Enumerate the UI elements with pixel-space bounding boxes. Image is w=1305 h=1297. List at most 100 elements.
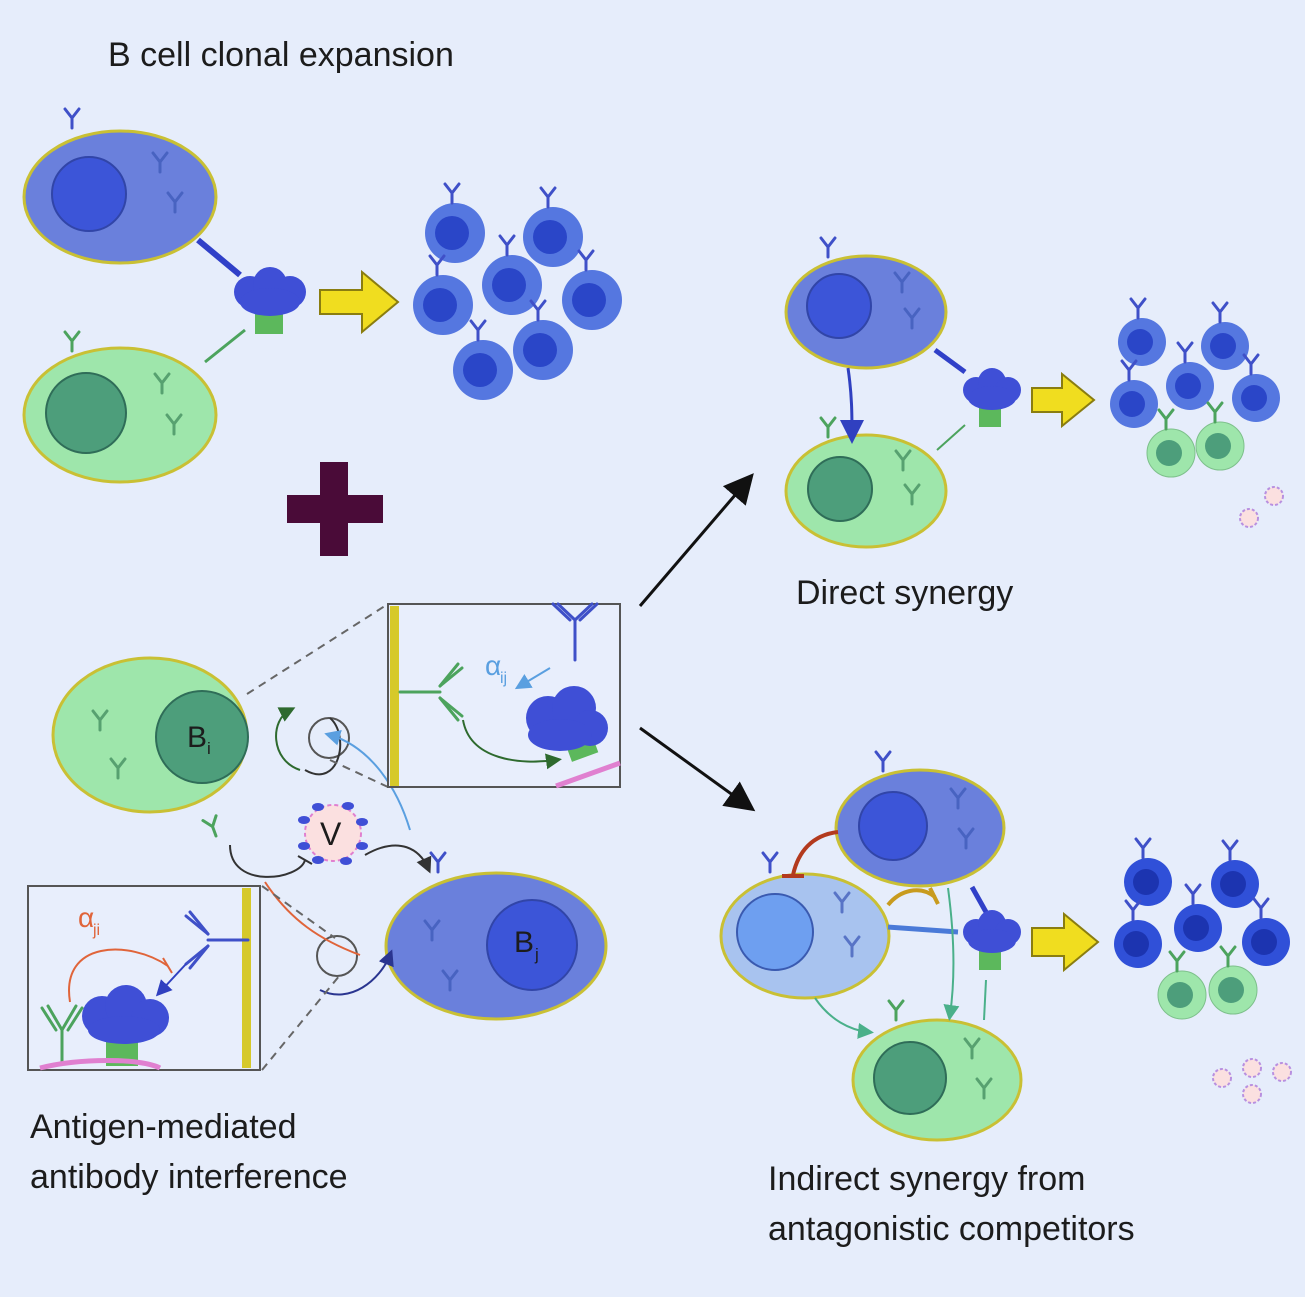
bj-subscript: j (534, 945, 539, 964)
clone-cell (1232, 353, 1280, 422)
bj-label: B (514, 926, 534, 959)
surface-antibody-icon (63, 330, 81, 353)
interference-panel: B i B j V (27, 602, 621, 1071)
green-antibody-icon (40, 1004, 84, 1066)
antigen-icon (963, 910, 1021, 970)
inhibit-arrow (886, 888, 937, 907)
callout-line (329, 759, 389, 788)
top-left-cells (22, 107, 400, 484)
interaction-circle (308, 717, 350, 759)
surface-antibody-icon (887, 999, 905, 1022)
clone-cell-green (1208, 945, 1258, 1015)
inset-alpha-ij: α ij (387, 602, 621, 789)
antigen-icon (963, 368, 1021, 427)
alpha-ij-subscript: ij (500, 670, 507, 687)
alpha-ij-arrow (324, 730, 411, 831)
inhibit-arrow (791, 830, 839, 876)
clone-cell (482, 234, 542, 315)
callout-line (261, 885, 336, 939)
indirect-label-line2: antagonistic competitors (768, 1210, 1135, 1248)
clone-cell-green (1146, 408, 1196, 478)
yellow-arrow-icon (1031, 911, 1100, 973)
direct-synergy-label: Direct synergy (796, 574, 1013, 612)
binding-line (936, 424, 966, 451)
clone-cell (1211, 839, 1259, 908)
clone-cell (523, 186, 583, 267)
antigen-icon (234, 267, 306, 334)
alpha-ji-arrow (264, 881, 361, 956)
surface-antibody-icon (201, 814, 225, 840)
synergy-arrow (943, 887, 960, 1021)
feedback-arrow (319, 949, 394, 996)
alpha-ij-label: α (485, 650, 501, 681)
clone-cluster-indirect (1114, 837, 1290, 1020)
surface-antibody-icon (429, 851, 447, 874)
feedback-arrow (275, 707, 301, 771)
inset-alpha-ji: α ji (27, 885, 261, 1071)
indirect-label-line1: Indirect synergy from (768, 1160, 1085, 1198)
clone-cell-green (1157, 950, 1207, 1020)
binding-line (204, 328, 246, 364)
title-clonal-expansion: B cell clonal expansion (108, 36, 454, 74)
indirect-synergy-panel (719, 750, 1292, 1142)
binding-line (983, 979, 987, 1021)
binding-line (887, 924, 959, 935)
binding-line (196, 237, 242, 278)
yellow-arrow-icon (1031, 371, 1096, 429)
clone-cell (1166, 341, 1214, 410)
clone-cell (513, 299, 573, 380)
alpha-ji-subscript: ji (92, 922, 100, 939)
clone-cell (562, 249, 622, 330)
surface-antibody-icon (819, 416, 837, 439)
light-nucleus (736, 893, 814, 971)
binding-arrow (155, 963, 187, 997)
bi-subscript: i (207, 739, 211, 758)
bj-nucleus (486, 899, 578, 991)
clone-cell (1174, 883, 1222, 952)
interference-label-line1: Antigen-mediated (30, 1108, 297, 1146)
binding-arrow (462, 719, 562, 770)
clone-cell (1118, 297, 1166, 366)
bi-nucleus (155, 690, 249, 784)
inhibit-arrow (229, 844, 306, 878)
membrane-segment (39, 1058, 162, 1071)
alpha-ij-arrow (514, 667, 551, 690)
callout-line (246, 603, 389, 695)
callout-line (261, 974, 341, 1071)
surface-antibody-icon (761, 851, 779, 874)
surface-antibody-icon (819, 236, 837, 259)
virus-debris-icon (1212, 1058, 1292, 1104)
surface-antibody-icon (874, 750, 892, 773)
clone-cell (425, 182, 485, 263)
binding-line (933, 347, 967, 375)
outcome-arrow-direct (638, 473, 754, 607)
green-nucleus (807, 456, 873, 522)
virus-label: V (320, 816, 342, 852)
green-nucleus (45, 372, 127, 454)
interference-label-line2: antibody interference (30, 1158, 348, 1196)
alpha-ji-arrow (68, 948, 169, 1003)
clone-cell-green (1195, 401, 1245, 471)
clone-cell (453, 319, 513, 400)
blue-nucleus (806, 273, 872, 339)
green-antibody-icon (398, 662, 464, 722)
clone-cell (1110, 359, 1158, 428)
membrane-segment (555, 760, 621, 789)
clone-cell (1201, 301, 1249, 370)
clone-cluster-top (413, 182, 622, 400)
direct-synergy-panel (784, 236, 1284, 549)
antigen-icon (526, 686, 608, 762)
green-nucleus (873, 1041, 947, 1115)
virus-debris-icon (1239, 486, 1284, 528)
synergy-arrow (839, 367, 864, 444)
outcome-arrow-indirect (639, 726, 756, 812)
bi-label: B (187, 721, 207, 754)
clone-cell (413, 254, 473, 335)
plus-icon (287, 462, 383, 556)
blue-nucleus (51, 156, 127, 232)
blue-antibody-icon (184, 910, 250, 970)
blue-nucleus (858, 791, 928, 861)
antigen-icon (82, 985, 169, 1066)
synergy-arrow (814, 997, 874, 1039)
